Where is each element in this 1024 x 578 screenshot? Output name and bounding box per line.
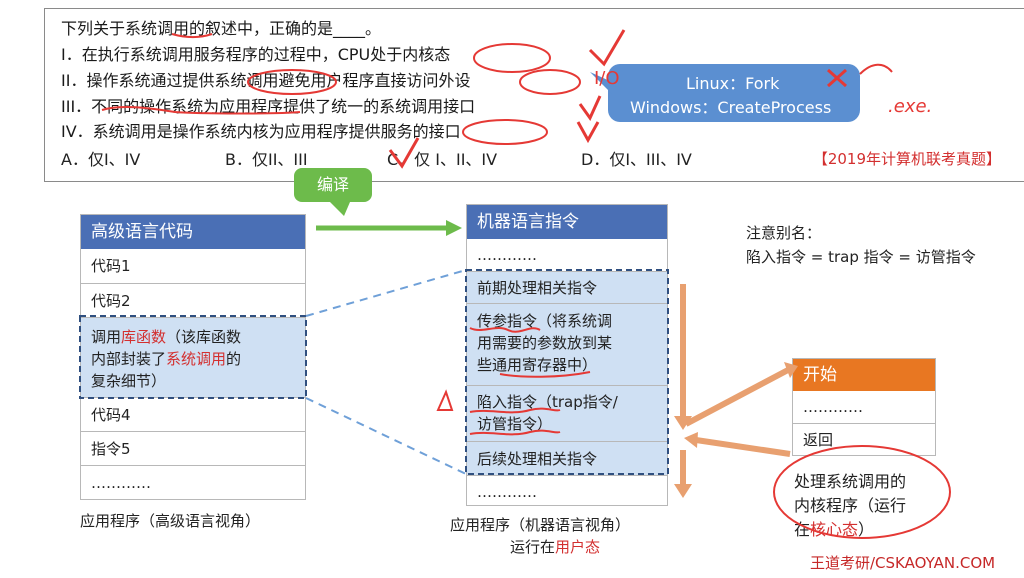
- underline-param: [469, 327, 541, 333]
- table-row: …………: [477, 246, 537, 264]
- kernel-return-arrow: [695, 437, 791, 457]
- underline-register: [499, 371, 591, 378]
- compile-label: 编译: [294, 168, 372, 202]
- machine-header: 机器语言指令: [467, 205, 667, 239]
- system-call-term: 系统调用: [166, 350, 227, 368]
- kernel-mode-term: 核心态: [810, 520, 859, 539]
- high-level-header: 高级语言代码: [81, 215, 305, 249]
- table-row: …………: [467, 475, 667, 507]
- alias-note-title: 注意别名：: [746, 224, 822, 242]
- os-api-callout: Linux：Fork Windows：CreateProcess: [608, 64, 860, 122]
- tick-option-c: [388, 137, 420, 169]
- high-level-caption: 应用程序（高级语言视角）: [80, 512, 261, 530]
- underline-supervisor: [469, 429, 561, 436]
- connector-top: [305, 269, 467, 317]
- machine-code-table: 机器语言指令 ………… 前期处理相关指令 传参指令（将系统调 用需要的参数放到某…: [466, 204, 668, 506]
- alias-note-body: 陷入指令 = trap 指令 = 访管指令: [746, 248, 976, 266]
- table-row: 代码2: [81, 283, 305, 317]
- circle-kernel-caption: [773, 445, 951, 539]
- machine-caption-2: 运行在用户态: [510, 538, 601, 556]
- user-mode-term: 用户态: [555, 538, 601, 556]
- machine-caption-1: 应用程序（机器语言视角）: [450, 516, 631, 534]
- high-level-code-table: 高级语言代码 代码1 代码2 调用库函数（该库函数 内部封装了系统调用的 复杂细…: [80, 214, 306, 500]
- option-d: D．仅I、III、IV: [581, 150, 692, 169]
- circle-interface: [462, 119, 548, 145]
- cross-mark-3: [578, 95, 602, 121]
- trap-instruction-row: 陷入指令（trap指令/ 访管指令）: [467, 385, 667, 441]
- handwritten-exe: .exe.: [888, 96, 932, 117]
- underline-system-call-stem: [171, 33, 213, 38]
- question-source: 【2019年计算机联考真题】: [812, 150, 1001, 168]
- table-row: 指令5: [81, 431, 305, 465]
- underline-trap: [469, 407, 561, 414]
- option-c: C．仅 I、II、IV: [387, 150, 498, 169]
- handwritten-io: I/O: [594, 68, 620, 89]
- circle-kernel-mode: [473, 43, 551, 73]
- table-row: …………: [803, 398, 863, 416]
- arrow-curve: [859, 63, 893, 75]
- pre-processing-row: 前期处理相关指令: [467, 271, 667, 303]
- compile-arrow-head: [446, 220, 462, 236]
- question-stem: 下列关于系统调用的叙述中，正确的是____。: [61, 19, 382, 38]
- kernel-program-table: 开始 ………… 返回: [792, 358, 936, 456]
- table-row: 代码1: [91, 257, 131, 275]
- trap-to-kernel-arrow: [684, 367, 790, 427]
- kernel-header: 开始: [793, 359, 935, 391]
- kernel-caption-1: 处理系统调用的: [794, 472, 907, 491]
- underline-different-os: [101, 105, 301, 115]
- option-b: B．仅II、III: [225, 150, 308, 169]
- machine-block-dashed-box: [465, 269, 669, 475]
- callout-windows: Windows：CreateProcess: [630, 98, 832, 117]
- callout-linux: Linux：Fork: [686, 74, 780, 93]
- compile-bubble-tail: [330, 202, 350, 216]
- watermark: 王道考研/CSKAOYAN.COM: [810, 554, 996, 572]
- library-call-dashed-box: [79, 315, 307, 399]
- tick-mark-4: [576, 121, 600, 144]
- tick-mark-1: [588, 29, 626, 67]
- kernel-caption-2: 内核程序（运行: [794, 496, 907, 515]
- table-row: …………: [81, 465, 305, 499]
- callout-tail: [590, 72, 612, 94]
- cross-mark-linux: [827, 68, 847, 88]
- question-item-2: II．操作系统通过提供系统调用避免用户程序直接访问外设: [61, 71, 471, 90]
- library-function-term: 库函数: [121, 328, 167, 346]
- kernel-caption-3: 在核心态）: [794, 520, 875, 539]
- circle-peripheral: [519, 69, 581, 95]
- question-item-1: I．在执行系统调用服务程序的过程中，CPU处于内核态: [61, 45, 451, 64]
- post-processing-row: 后续处理相关指令: [467, 441, 667, 475]
- circle-system-call: [247, 69, 337, 95]
- triangle-mark: [436, 389, 454, 411]
- question-item-4: IV．系统调用是操作系统内核为应用程序提供服务的接口: [61, 122, 461, 141]
- library-call-row: 调用库函数（该库函数 内部封装了系统调用的 复杂细节）: [81, 317, 305, 397]
- connector-bottom: [305, 397, 467, 475]
- param-passing-row: 传参指令（将系统调 用需要的参数放到某 些通用寄存器中）: [467, 303, 667, 385]
- option-a: A．仅I、IV: [61, 150, 141, 169]
- kernel-return-row: 返回: [793, 423, 935, 455]
